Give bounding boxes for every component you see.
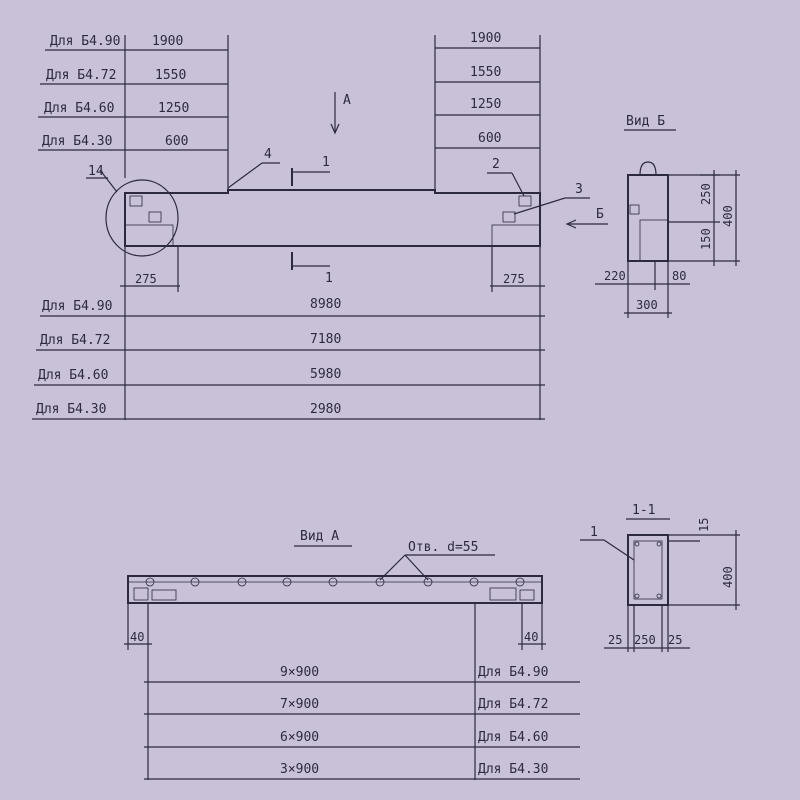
hole xyxy=(145,577,155,587)
length-b430: 2980 xyxy=(310,402,341,417)
right-dim-b430: 600 xyxy=(478,131,501,146)
spacing-label-b490: Для Б4.90 xyxy=(478,665,548,680)
row-label-b472: Для Б4.72 xyxy=(46,68,116,83)
section-250: 250 xyxy=(634,633,656,647)
view-a-arrow-label: А xyxy=(343,93,351,108)
length-label-b472: Для Б4.72 xyxy=(40,333,110,348)
right-dim-b472: 1550 xyxy=(470,65,501,80)
hole xyxy=(237,577,247,587)
view-a-title: Вид А xyxy=(300,529,339,544)
hole xyxy=(375,577,385,587)
left-dim-b490: 1900 xyxy=(152,34,183,49)
top-dimension-table-right: 1900 1550 1250 600 xyxy=(434,31,541,420)
left-dim-b460: 1250 xyxy=(158,101,189,116)
view-a-40-left: 40 xyxy=(130,630,144,644)
spacing-label-b430: Для Б4.30 xyxy=(478,762,548,777)
rebar xyxy=(634,593,640,599)
spacing-table: 9×900 Для Б4.90 7×900 Для Б4.72 6×900 Дл… xyxy=(144,665,580,780)
overall-length-table: Для Б4.90 8980 Для Б4.72 7180 Для Б4.60 … xyxy=(32,297,545,420)
length-b472: 7180 xyxy=(310,332,341,347)
spacing-label-b472: Для Б4.72 xyxy=(478,697,548,712)
callout-14: 14 xyxy=(88,164,104,179)
rebar xyxy=(634,541,640,547)
section-400: 400 xyxy=(721,566,735,588)
beam-elevation: 14 4 1 1 А 2 3 Б xyxy=(86,92,608,286)
spacing-b490: 9×900 xyxy=(280,665,319,680)
hole xyxy=(328,577,338,587)
right-dim-b490: 1900 xyxy=(470,31,501,46)
right-end-275: 275 xyxy=(503,272,525,286)
view-b-80: 80 xyxy=(672,269,686,283)
view-b-400: 400 xyxy=(721,205,735,227)
left-dim-b472: 1550 xyxy=(155,68,186,83)
length-b460: 5980 xyxy=(310,367,341,382)
section-1-1: 1-1 1 15 400 25 250 25 xyxy=(580,503,740,652)
hole xyxy=(423,577,433,587)
right-dim-b460: 1250 xyxy=(470,97,501,112)
spacing-b460: 6×900 xyxy=(280,730,319,745)
callout-2: 2 xyxy=(492,157,500,172)
length-b490: 8980 xyxy=(310,297,341,312)
callout-3: 3 xyxy=(575,182,583,197)
section-25-right: 25 xyxy=(668,633,682,647)
view-a-40-right: 40 xyxy=(524,630,538,644)
hole xyxy=(282,577,292,587)
hole xyxy=(469,577,479,587)
section-mark-1-bottom: 1 xyxy=(325,271,333,286)
length-label-b430: Для Б4.30 xyxy=(36,402,106,417)
section-25-left: 25 xyxy=(608,633,622,647)
length-label-b490: Для Б4.90 xyxy=(42,299,112,314)
spacing-label-b460: Для Б4.60 xyxy=(478,730,548,745)
view-b-220: 220 xyxy=(604,269,626,283)
section-title: 1-1 xyxy=(632,503,655,518)
row-label-b490: Для Б4.90 xyxy=(50,34,120,49)
left-end-275: 275 xyxy=(135,272,157,286)
length-label-b460: Для Б4.60 xyxy=(38,368,108,383)
view-b-250: 250 xyxy=(699,183,713,205)
view-b-300: 300 xyxy=(636,298,658,312)
rebar xyxy=(656,541,662,547)
spacing-b472: 7×900 xyxy=(280,697,319,712)
row-label-b430: Для Б4.30 xyxy=(42,134,112,149)
row-label-b460: Для Б4.60 xyxy=(44,101,114,116)
top-dimension-table-left: Для Б4.90 1900 Для Б4.72 1550 Для Б4.60 … xyxy=(38,34,229,190)
section-callout-1: 1 xyxy=(590,525,598,540)
spacing-b430: 3×900 xyxy=(280,762,319,777)
view-b-title: Вид Б xyxy=(626,114,665,129)
hole xyxy=(515,577,525,587)
holes-row xyxy=(145,577,525,587)
hole xyxy=(190,577,200,587)
section-15: 15 xyxy=(697,518,711,532)
end-dimensions: 275 275 xyxy=(120,246,545,420)
holes-label: Отв. d=55 xyxy=(408,540,478,555)
view-a: Вид А Отв. d=55 40 40 xyxy=(124,529,546,780)
view-b-arrow-label: Б xyxy=(596,207,604,222)
view-b-150: 150 xyxy=(699,228,713,250)
detail-circle-14 xyxy=(105,179,179,257)
left-dim-b430: 600 xyxy=(165,134,188,149)
rebar xyxy=(656,593,662,599)
section-mark-1-top: 1 xyxy=(322,155,330,170)
callout-4: 4 xyxy=(264,147,272,162)
view-b: Вид Б 250 150 400 220 80 300 xyxy=(595,114,740,318)
